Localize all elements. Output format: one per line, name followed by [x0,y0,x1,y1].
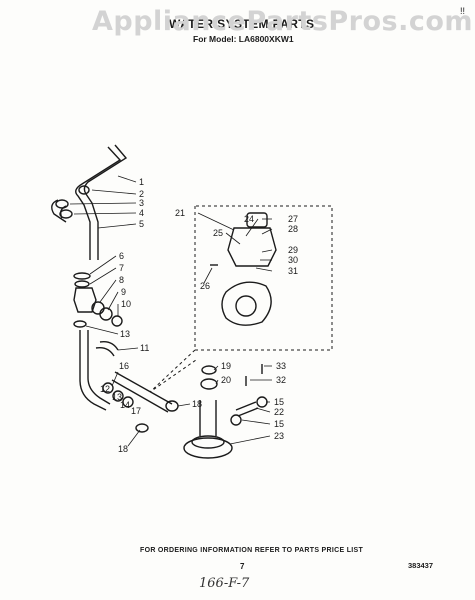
callout-7: 7 [119,263,124,273]
callout-13a: 13 [120,329,130,339]
base-plate [183,437,233,459]
model-subtitle: For Model: LA6800XKW1 [193,34,294,44]
callout-5: 5 [139,219,144,229]
callout-15b: 15 [274,419,284,429]
callout-18b: 18 [118,444,128,454]
valve-body [73,287,97,313]
callout-23: 23 [274,431,284,441]
clamp-15b [230,414,242,426]
hose-clamp-3 [55,199,69,209]
ordering-note: FOR ORDERING INFORMATION REFER TO PARTS … [140,547,364,554]
seal-6 [73,272,91,280]
hose-bend [51,199,67,223]
tube-16 [111,371,173,413]
callout-18a: 18 [192,399,202,409]
pump-cover-27 [246,212,268,228]
corner-mark: !! [460,6,466,16]
coupling-18a [165,400,179,412]
callout-9: 9 [121,287,126,297]
clamp-15a [256,396,268,408]
drain-hose [79,330,111,411]
pump-group-outline [194,205,333,351]
callout-4: 4 [139,208,144,218]
callout-14: 14 [120,400,130,410]
tub-support [199,400,217,436]
clamp-18b [135,423,149,433]
callout-33: 33 [276,361,286,371]
callout-2: 2 [139,189,144,199]
callout-25: 25 [213,228,223,238]
callout-16: 16 [119,361,129,371]
callout-1: 1 [139,177,144,187]
callout-21: 21 [175,208,185,218]
callout-numbers: 1 2 3 4 5 6 7 8 9 10 13 11 16 12 13 14 1… [100,177,298,454]
hose-11 [95,340,119,357]
callout-31: 31 [288,266,298,276]
callout-11: 11 [140,343,149,353]
base-ring [191,435,225,449]
clamp-13a [102,382,114,394]
clamp-13b [112,390,124,402]
inlet-hose [75,144,128,260]
impeller [235,295,257,317]
callout-26: 26 [200,281,210,291]
callout-28: 28 [288,224,298,234]
handwritten-reference: 166-F-7 [199,576,250,591]
bearing-20 [200,378,218,390]
callout-3: 3 [139,198,144,208]
page-title: WATER SYSTEM PARTS [169,17,315,31]
o-ring-13 [73,320,87,328]
clamp-14 [122,396,134,408]
callout-32: 32 [276,375,286,385]
callout-10: 10 [121,299,131,309]
fitting-10 [111,315,123,327]
tube-22 [235,401,259,417]
callout-15a: 15 [274,397,284,407]
pump-housing [221,281,272,326]
callout-29: 29 [288,245,298,255]
seal-19 [201,365,217,375]
seal-7 [74,280,90,288]
callout-leaders [69,175,273,447]
callout-22: 22 [274,407,284,417]
callout-13b: 13 [112,392,122,402]
callout-17: 17 [131,406,141,416]
callout-8: 8 [119,275,124,285]
page-number: 7 [240,562,245,571]
pump-group-connector [149,349,197,393]
catalog-number: 383437 [408,561,434,570]
pump-motor [227,227,277,267]
hose-clamp-2 [78,185,90,195]
callout-20: 20 [221,375,231,385]
callout-6: 6 [119,251,124,261]
callout-27: 27 [288,214,298,224]
callout-24: 24 [244,214,254,224]
callout-30: 30 [288,255,298,265]
callout-12: 12 [100,384,110,394]
fitting-9 [99,307,113,321]
callout-19: 19 [221,361,231,371]
